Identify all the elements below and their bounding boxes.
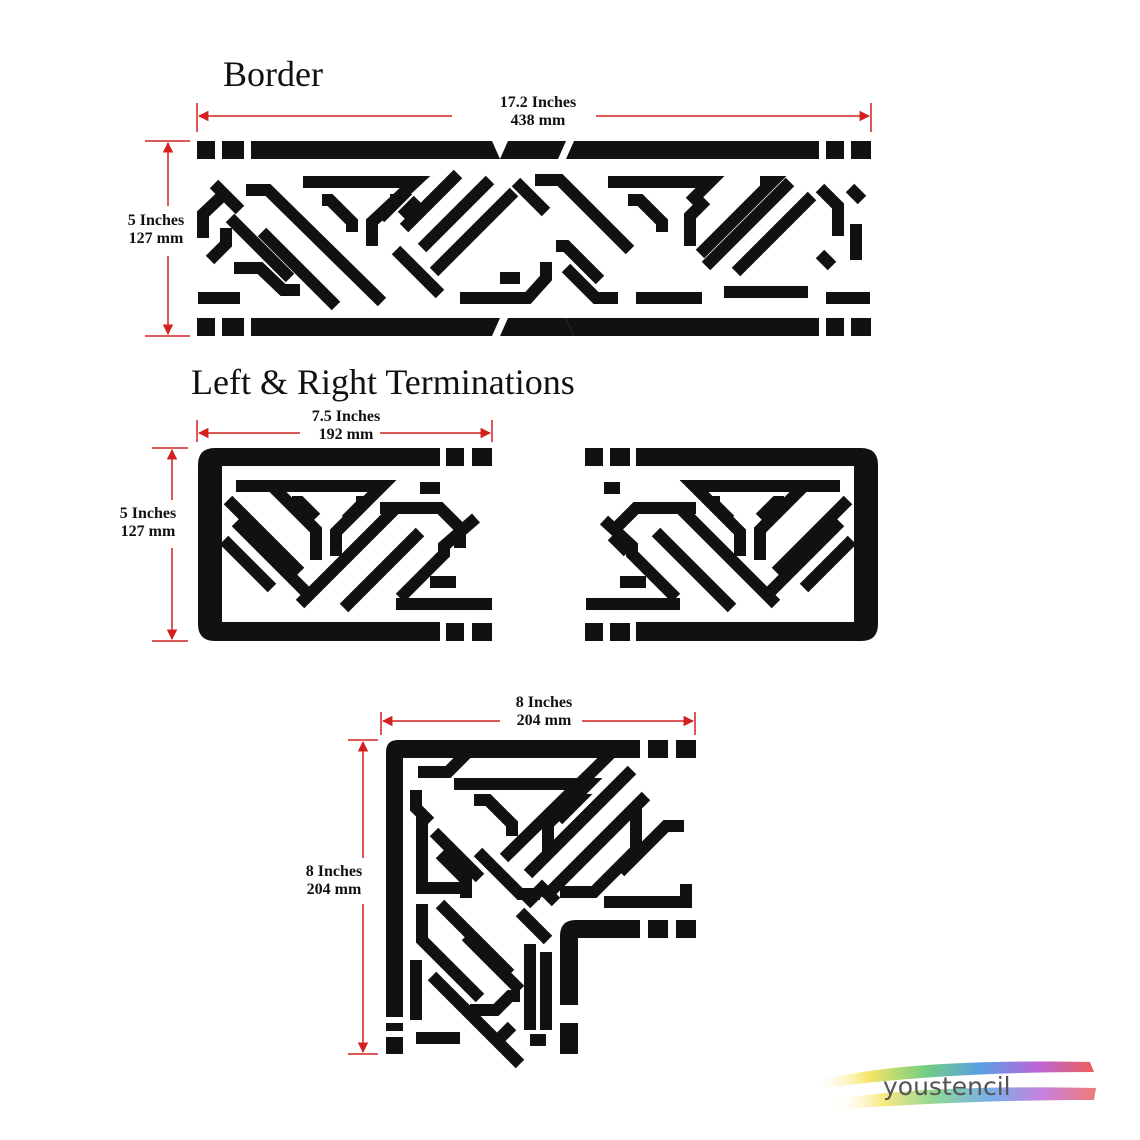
border-interlace: [197, 169, 870, 311]
corner-height-inches: 8 Inches: [305, 863, 363, 880]
border-width-inches: 17.2 Inches: [499, 94, 577, 111]
border-height-inches: 5 Inches: [127, 212, 185, 229]
brand-logo-text: youstencil: [883, 1072, 1011, 1101]
terminations-height-mm: 127 mm: [120, 523, 176, 540]
corner-interlace: [386, 743, 692, 1069]
corner-width-inches: 8 Inches: [515, 694, 573, 711]
left-termination: [198, 448, 492, 641]
left-termination-interlace: [219, 480, 492, 613]
border-stencil: [197, 141, 871, 336]
terminations-width-label: 7.5 Inches 192 mm: [290, 408, 402, 444]
brand-swoosh: [812, 1061, 1096, 1110]
terminations-title: Left & Right Terminations: [191, 362, 575, 402]
dimension-lines: [145, 103, 872, 1055]
corner-piece: [386, 740, 696, 1054]
corner-width-label: 8 Inches 204 mm: [484, 694, 604, 730]
right-termination-interlace: [586, 480, 857, 613]
border-width-mm: 438 mm: [510, 112, 566, 129]
border-width-label: 17.2 Inches 438 mm: [474, 94, 602, 130]
terminations-width-inches: 7.5 Inches: [311, 408, 381, 425]
terminations-width-mm: 192 mm: [318, 426, 374, 443]
terminations-height-inches: 5 Inches: [119, 505, 177, 522]
corner-width-mm: 204 mm: [516, 712, 572, 729]
terminations-height-label: 5 Inches 127 mm: [104, 505, 192, 541]
right-termination: [585, 448, 878, 641]
border-title: Border: [223, 54, 323, 94]
corner-height-mm: 204 mm: [306, 881, 362, 898]
corner-height-label: 8 Inches 204 mm: [290, 863, 378, 899]
border-height-mm: 127 mm: [128, 230, 184, 247]
border-height-label: 5 Inches 127 mm: [112, 212, 200, 248]
